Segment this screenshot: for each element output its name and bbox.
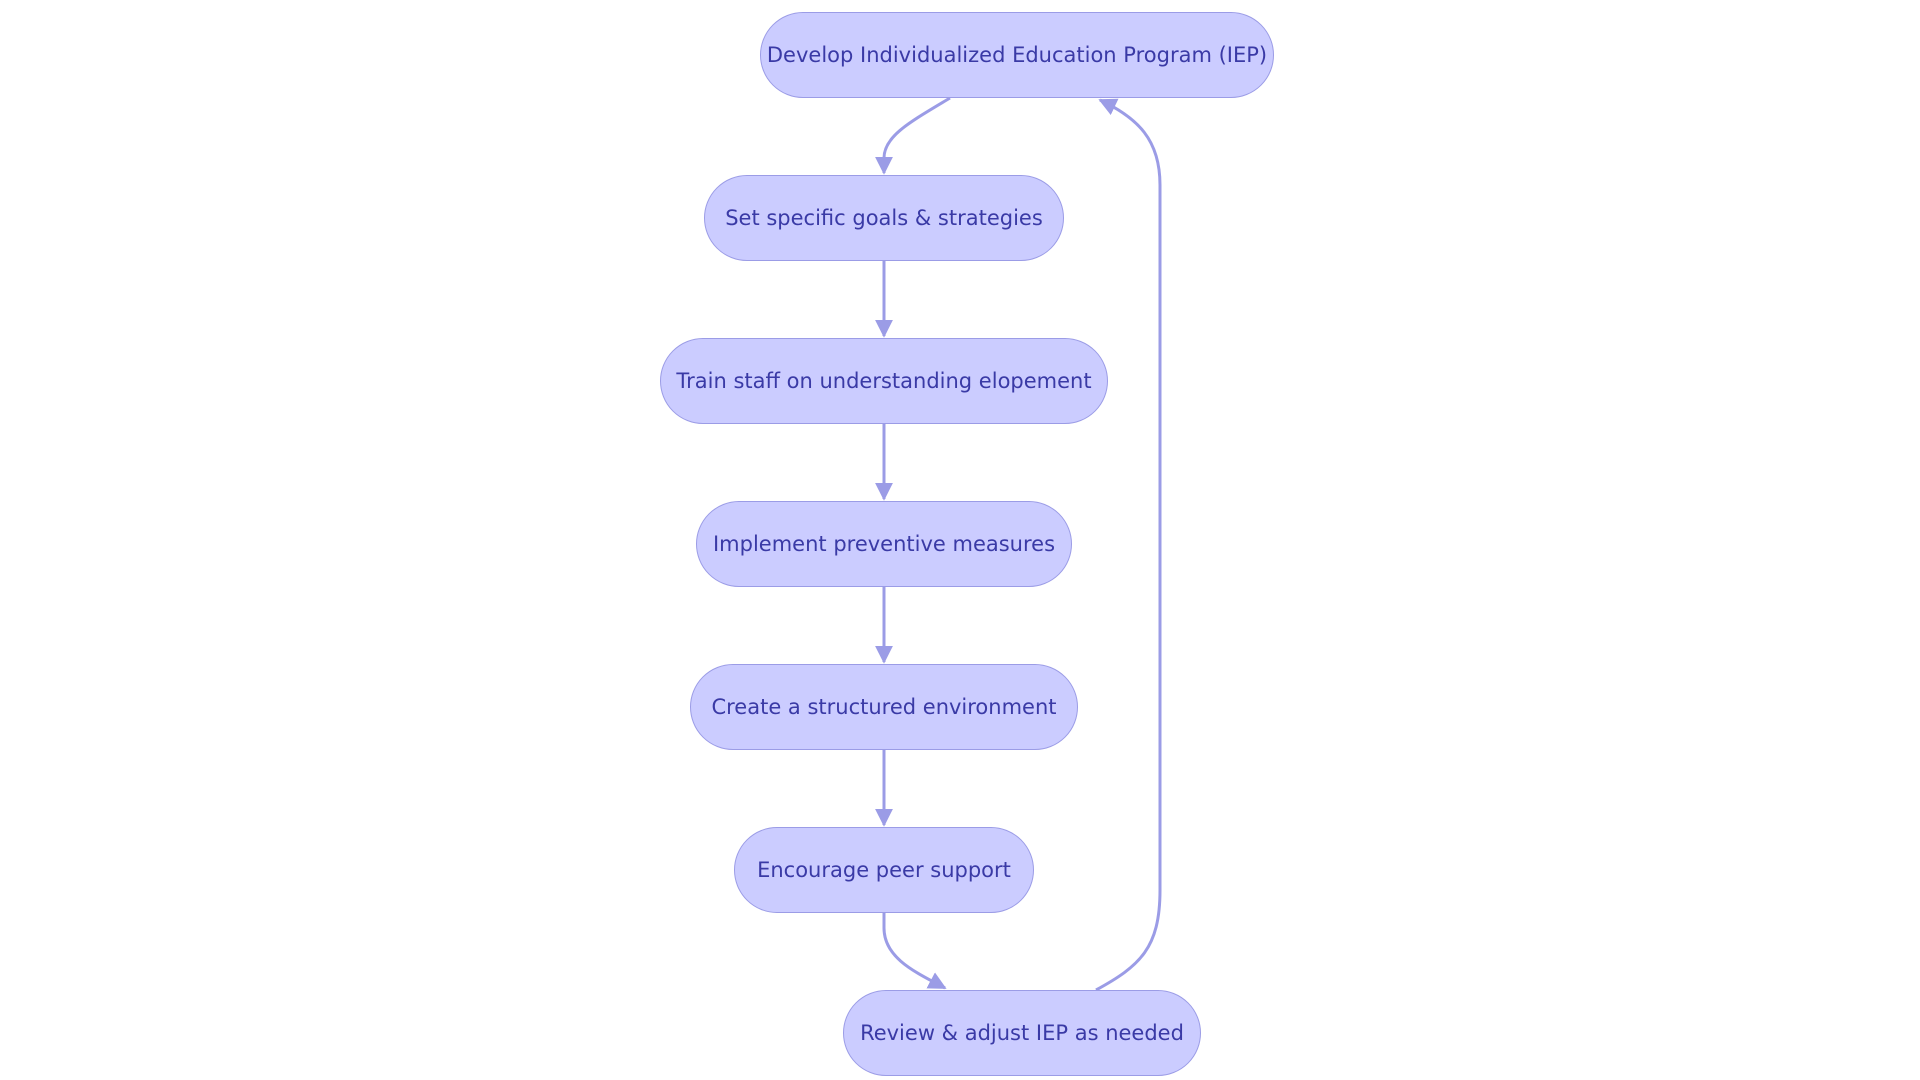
node-train-staff: Train staff on understanding elopement <box>660 338 1108 424</box>
node-implement-measures: Implement preventive measures <box>696 501 1072 587</box>
node-peer-support: Encourage peer support <box>734 827 1034 913</box>
node-develop-iep: Develop Individualized Education Program… <box>760 12 1274 98</box>
edge-develop-to-goals <box>875 96 951 175</box>
edge-review-to-develop <box>1095 98 1162 992</box>
edge-peer-to-review <box>882 913 947 990</box>
node-review-iep: Review & adjust IEP as needed <box>843 990 1201 1076</box>
node-set-goals: Set specific goals & strategies <box>704 175 1064 261</box>
node-structured-environment: Create a structured environment <box>690 664 1078 750</box>
